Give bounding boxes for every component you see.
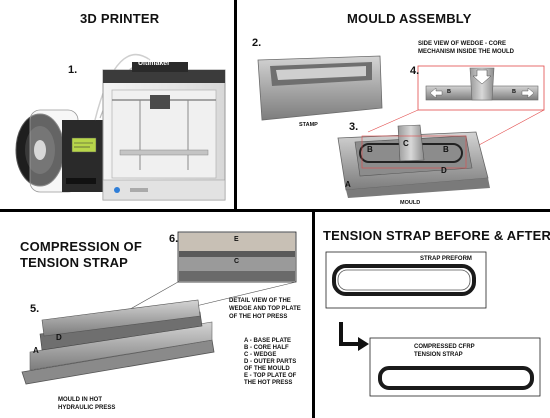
horizontal-divider	[0, 209, 550, 212]
side-view-wedge-core	[425, 67, 539, 101]
legend-item: THE HOT PRESS	[244, 380, 293, 386]
compression-title-line2: TENSION STRAP	[20, 255, 129, 270]
press-caption-line2: HYDRAULIC PRESS	[58, 405, 116, 411]
legend-item: C - WEDGE	[244, 352, 277, 358]
vertical-divider-bottom	[312, 209, 315, 418]
strap-panel-title: TENSION STRAP BEFORE & AFTER	[323, 228, 550, 243]
right-arrow-icon	[521, 87, 535, 99]
mould-label-a: A	[345, 180, 351, 189]
compressed-label-line2: TENSION STRAP	[414, 352, 463, 358]
detail-caption-line3: OF THE HOT PRESS	[229, 314, 288, 320]
hot-press-illustration	[21, 299, 215, 385]
mould-label-d: D	[441, 166, 447, 175]
preform-photo-box	[325, 251, 487, 309]
side-view-label-b-right: B	[512, 89, 516, 95]
controller-display	[71, 137, 97, 153]
compressed-label-line1: COMPRESSED CFRP	[414, 344, 475, 350]
printer-brand-label: Ultimaker	[138, 60, 170, 67]
stamp-label: STAMP	[299, 122, 318, 128]
printer-panel-title: 3D PRINTER	[80, 11, 160, 26]
mould-label: MOULD	[400, 200, 421, 206]
stamp-illustration	[257, 55, 383, 121]
build-plate	[119, 149, 209, 156]
mould-label-b-right: B	[443, 145, 449, 154]
press-label-a: A	[33, 346, 39, 355]
print-head	[150, 95, 170, 109]
strap-preform	[332, 264, 476, 296]
side-view-inset	[417, 65, 545, 111]
press-step-number: 5.	[30, 303, 40, 315]
mould-illustration	[337, 124, 490, 198]
side-view-step-number: 4.	[410, 65, 420, 77]
printer-step-number: 1.	[68, 64, 78, 76]
detail-label-e: E	[234, 236, 239, 243]
legend-item: D - OUTER PARTS	[244, 359, 297, 365]
side-view-caption-line2: MECHANISM INSIDE THE MOULD	[418, 49, 514, 55]
mould-panel-title: MOULD ASSEMBLY	[347, 11, 472, 26]
legend-item: A - BASE PLATE	[244, 338, 292, 344]
compression-title-line1: COMPRESSION OF	[20, 239, 142, 254]
left-arrow-icon	[429, 87, 443, 99]
printer-illustration	[15, 53, 226, 201]
legend-item: E - TOP PLATE OF	[244, 373, 297, 379]
build-chamber	[111, 89, 217, 179]
mould-label-b-left: B	[367, 145, 373, 154]
mould-label-c: C	[403, 139, 409, 148]
press-label-d: D	[56, 333, 62, 342]
detail-caption-line1: DETAIL VIEW OF THE	[229, 298, 291, 304]
legend-item: B - CORE HALF	[244, 345, 289, 351]
down-arrow-icon	[472, 69, 492, 85]
legend-item: OF THE MOULD	[244, 366, 290, 372]
stamp-step-number: 2.	[252, 37, 262, 49]
mould-step-number: 3.	[349, 121, 359, 133]
detail-view-plates	[179, 233, 295, 281]
vertical-divider-top	[234, 0, 237, 210]
side-view-label-b-left: B	[447, 89, 451, 95]
side-view-label-c: C	[479, 78, 483, 84]
detail-label-c: C	[234, 258, 240, 265]
press-caption-line1: MOULD IN HOT	[58, 397, 102, 403]
side-view-caption-line1: SIDE VIEW OF WEDGE - CORE	[418, 41, 507, 47]
detail-caption-line2: WEDGE AND TOP PLATE	[229, 306, 301, 312]
l-arrow-icon	[339, 322, 369, 351]
parts-legend: A - BASE PLATE B - CORE HALF C - WEDGE D…	[244, 338, 296, 387]
detail-step-number: 6.	[169, 233, 179, 245]
strap-compressed	[378, 366, 534, 390]
preform-label: STRAP PREFORM	[420, 256, 472, 262]
